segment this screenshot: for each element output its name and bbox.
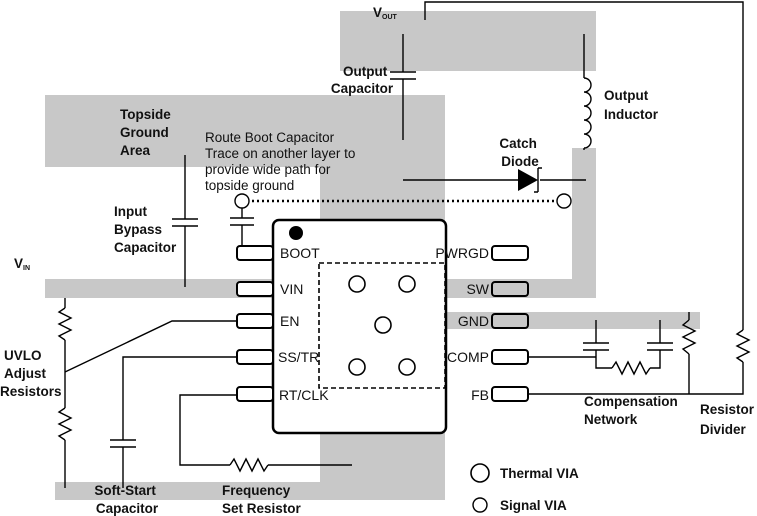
catch-diode-label: Catch Diode: [499, 136, 540, 169]
divider-trace: [528, 362, 744, 395]
output-capacitor: [390, 34, 416, 140]
pin-pad: [236, 386, 274, 402]
thermal-via: [374, 316, 392, 334]
thermal-vias: [348, 275, 416, 376]
pin-label-ss-tr: SS/TR: [278, 349, 319, 365]
soft-start-capacitor: [110, 439, 136, 488]
rt-trace: [179, 394, 237, 466]
pin-pad: [236, 245, 274, 261]
comp-trace-3: [650, 350, 661, 369]
vin-label: VIN: [14, 256, 30, 272]
signal-via-sw: [556, 193, 572, 209]
comp-trace: [528, 350, 597, 358]
uvlo-resistor-upper: [57, 307, 73, 341]
pin-pad: [491, 313, 529, 329]
legend-thermal-via-icon: [470, 463, 490, 483]
legend-signal-via-icon: [472, 497, 488, 513]
pin-pad: [236, 349, 274, 365]
signal-via-boot: [234, 193, 250, 209]
thermal-via: [398, 275, 416, 293]
frequency-set-resistor: [229, 457, 269, 473]
vout-copper: [340, 11, 596, 71]
topside-ground-label: Topside Ground Area: [120, 107, 175, 158]
comp-trace-2: [595, 357, 612, 369]
output-capacitor-label: Output Capacitor: [331, 64, 394, 96]
divider-resistor-lower: [681, 319, 697, 355]
thermal-via: [348, 358, 366, 376]
pin-label-pwrgd: PWRGD: [435, 245, 489, 261]
pin-pad: [236, 313, 274, 329]
input-bypass-label: Input Bypass Capacitor: [114, 204, 177, 255]
catch-diode: [518, 169, 538, 191]
diode-bar: [534, 167, 542, 193]
pin-label-vin: VIN: [280, 281, 303, 297]
right-pin-pads: [491, 245, 529, 402]
pin-label-sw: SW: [466, 281, 489, 297]
thermal-via: [398, 358, 416, 376]
output-inductor: [583, 77, 592, 149]
pin-pad: [491, 245, 529, 261]
frequency-set-label: Frequency Set Resistor: [222, 483, 302, 516]
pin-label-rt-clk: RT/CLK: [279, 387, 329, 403]
sw-copper-vertical: [572, 148, 596, 298]
bottom-ground-copper: [55, 482, 445, 500]
route-boot-note: Route Boot Capacitor Trace on another la…: [205, 130, 359, 193]
boot-capacitor: [230, 208, 255, 247]
legend-signal-via: Signal VIA: [500, 498, 567, 513]
pin-pad: [491, 349, 529, 365]
compensation-label: Compensation Network: [584, 394, 682, 427]
soft-start-label: Soft-Start Capacitor: [94, 483, 159, 516]
pin-label-en: EN: [280, 313, 299, 329]
ss-trace: [122, 356, 237, 440]
left-pin-pads: [236, 245, 274, 402]
pin-pad: [491, 386, 529, 402]
comp-resistor: [611, 360, 651, 376]
input-bypass-capacitor: [172, 155, 198, 287]
divider-resistor-upper: [735, 329, 751, 363]
output-inductor-label: Output Inductor: [604, 88, 659, 122]
pin-label-gnd: GND: [458, 313, 489, 329]
pin-pad: [236, 281, 274, 297]
pin-label-fb: FB: [471, 387, 489, 403]
resistor-divider-label: Resistor Divider: [700, 402, 757, 437]
pin1-dot: [289, 226, 303, 240]
uvlo-label: UVLO Adjust Resistors: [0, 348, 62, 399]
vout-label: VOUT: [373, 5, 398, 21]
en-trace: [64, 320, 237, 373]
thermal-pad: [318, 262, 446, 389]
pin-label-boot: BOOT: [280, 245, 320, 261]
thermal-via: [348, 275, 366, 293]
legend-thermal-via: Thermal VIA: [500, 466, 579, 481]
uvlo-resistor-lower: [57, 407, 73, 441]
pin-label-comp: COMP: [447, 349, 489, 365]
pin-pad: [491, 281, 529, 297]
vout-to-divider-trace: [424, 1, 744, 330]
comp-capacitor-right: [647, 320, 673, 351]
comp-capacitor-left: [583, 320, 609, 351]
